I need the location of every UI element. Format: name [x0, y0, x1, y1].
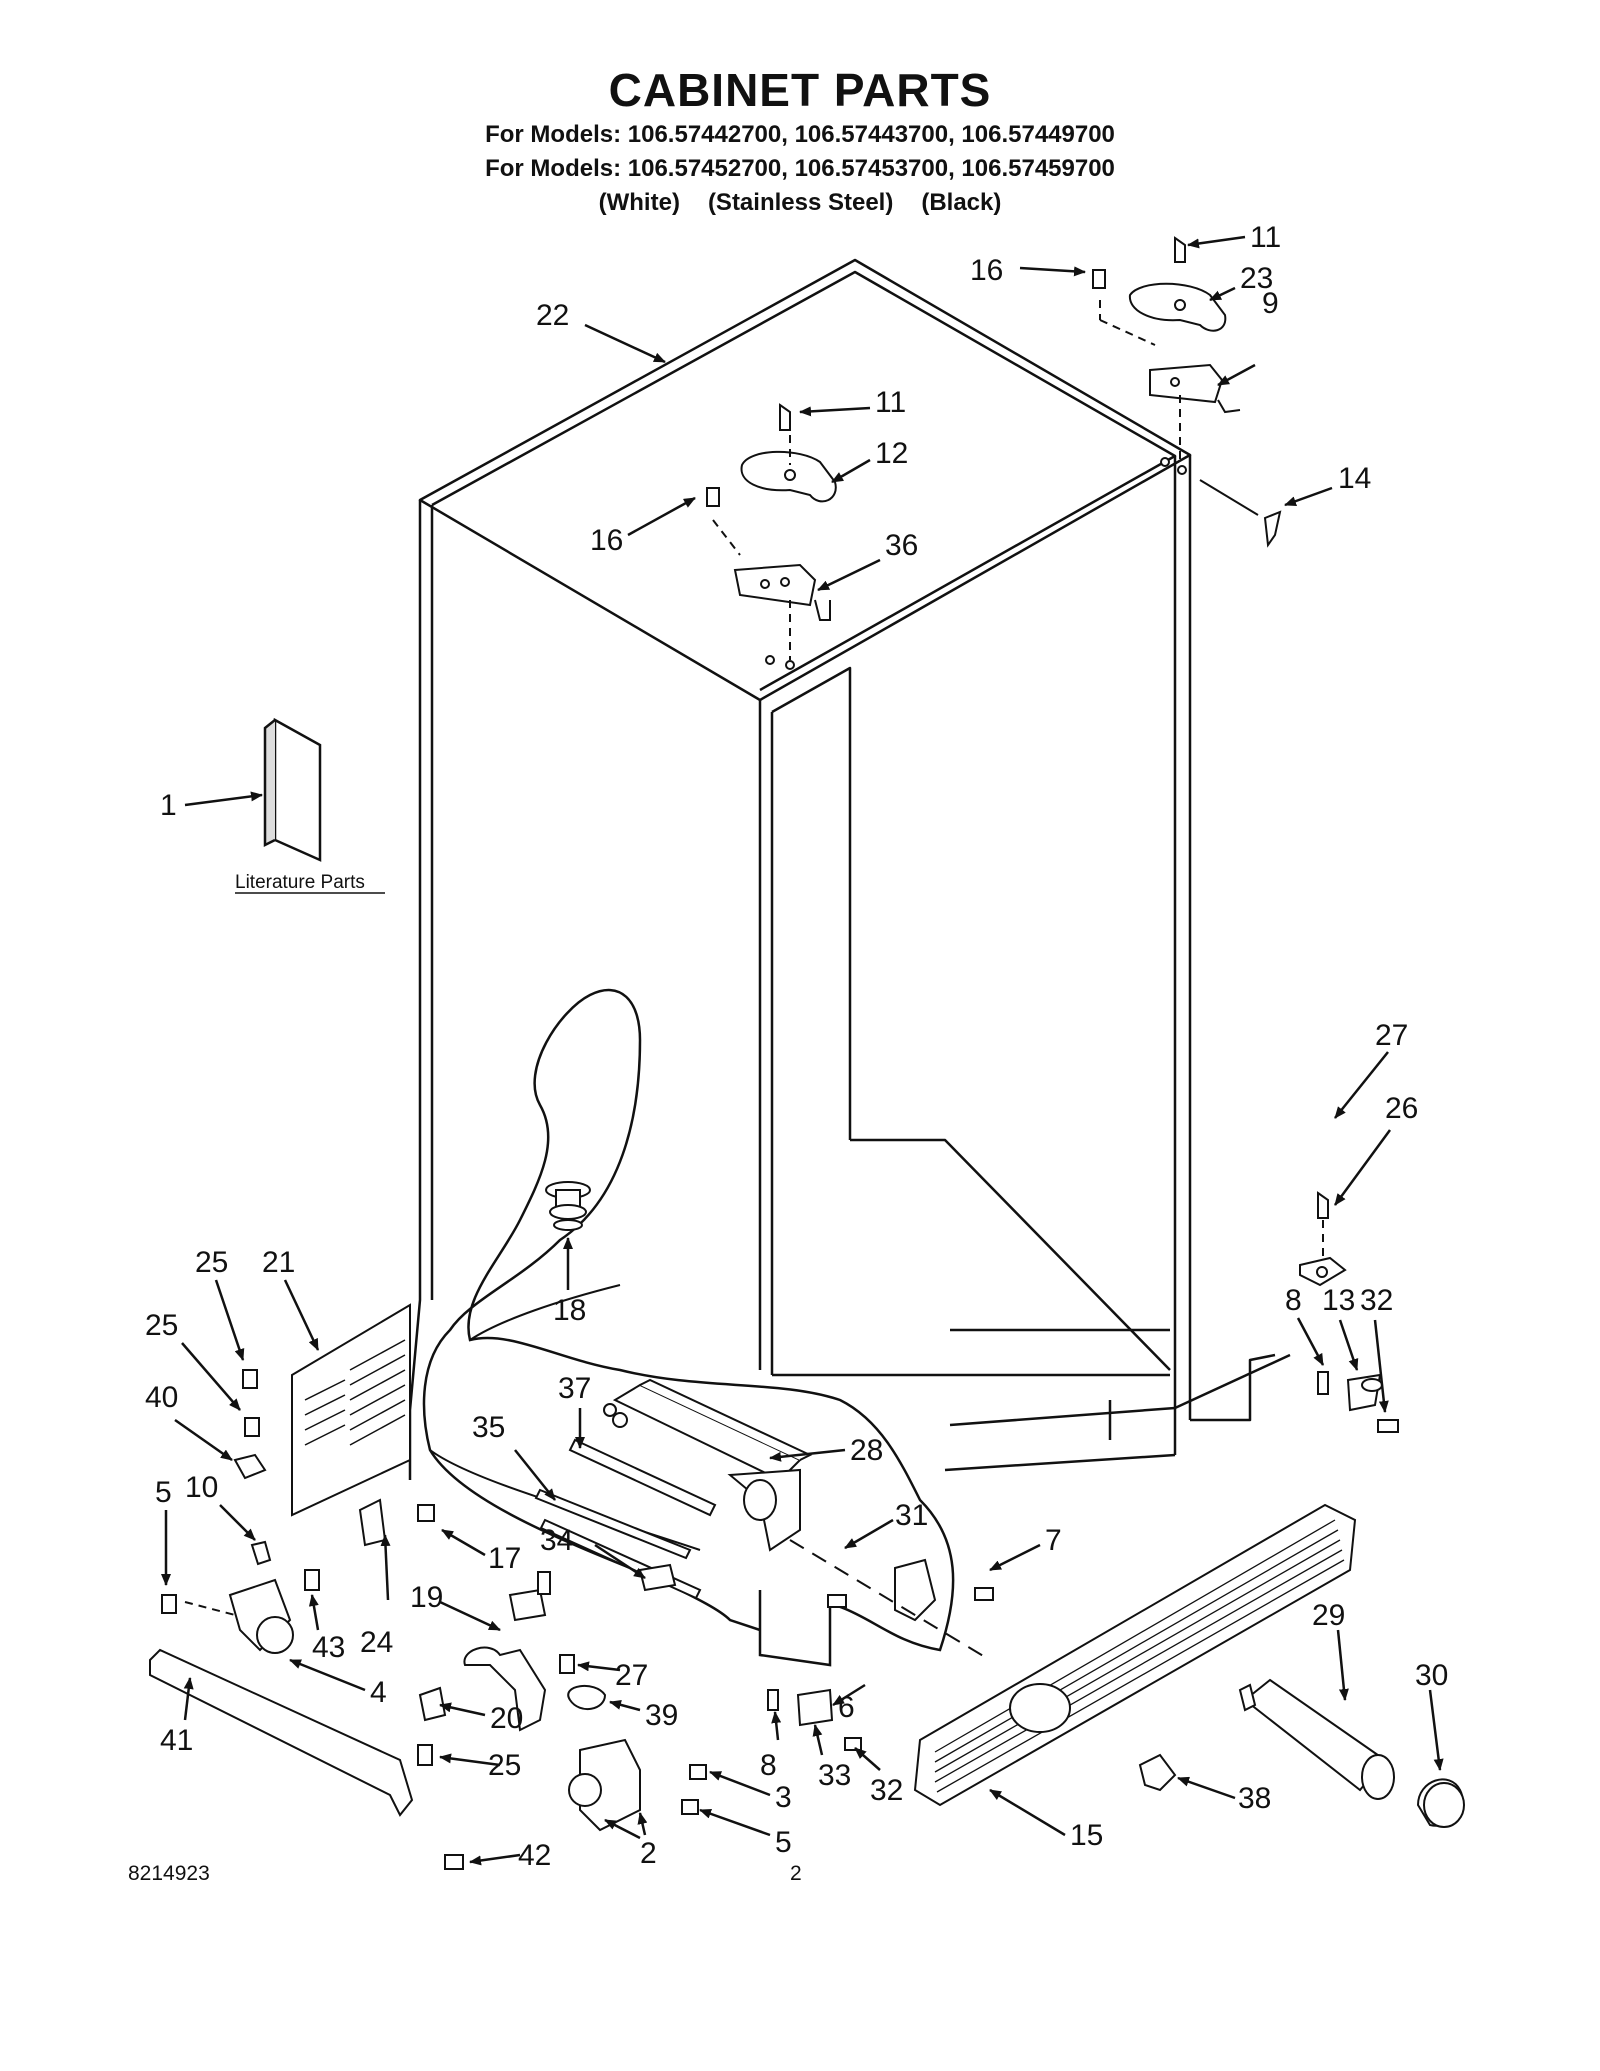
callout-12: 12 — [875, 437, 908, 470]
color-stainless: (Stainless Steel) — [707, 189, 894, 216]
callout-31: 31 — [895, 1499, 928, 1532]
callout-30: 30 — [1415, 1659, 1448, 1692]
callout-8-bottom: 8 — [760, 1749, 777, 1782]
callout-16-top-right: 16 — [970, 254, 1003, 287]
left-base-hardware-icon — [149, 1369, 435, 1817]
callout-5-left: 5 — [155, 1476, 172, 1509]
toe-grille-icon — [913, 1503, 1357, 1807]
page-header: CABINET PARTS For Models: 106.57442700, … — [0, 62, 1600, 220]
callout-25-middle: 25 — [145, 1309, 178, 1342]
callout-38: 38 — [1238, 1782, 1271, 1815]
upper-hinge-left-icon — [706, 403, 837, 670]
cabinet-body — [408, 258, 1291, 1480]
callout-39: 39 — [645, 1699, 678, 1732]
upper-hinge-right-icon — [1092, 236, 1241, 475]
callout-32-right: 32 — [1360, 1284, 1393, 1317]
models-line-2: For Models: 106.57452700, 106.57453700, … — [485, 155, 1115, 182]
color-black: (Black) — [921, 189, 1002, 216]
callout-29: 29 — [1312, 1599, 1345, 1632]
callout-16-top-left: 16 — [590, 524, 623, 557]
right-hinge-hardware-icon — [1299, 1191, 1399, 1433]
callout-19: 19 — [410, 1581, 443, 1614]
callout-36: 36 — [885, 529, 918, 562]
callout-6: 6 — [838, 1691, 855, 1724]
callout-37: 37 — [558, 1372, 591, 1405]
callout-22: 22 — [536, 299, 569, 332]
callout-33: 33 — [818, 1759, 851, 1792]
callout-2: 2 — [640, 1837, 657, 1870]
callout-26: 26 — [1385, 1092, 1418, 1125]
callout-25-top: 25 — [195, 1246, 228, 1279]
color-variants: (White) (Stainless Steel) (Black) — [0, 186, 1600, 220]
page-number: 2 — [790, 1862, 802, 1885]
callout-arrows — [161, 235, 1444, 1866]
literature-parts-label: Literature Parts — [235, 872, 365, 893]
callout-27-right: 27 — [1375, 1019, 1408, 1052]
callout-17: 17 — [488, 1542, 521, 1575]
callout-35: 35 — [472, 1411, 505, 1444]
page-title: CABINET PARTS — [608, 64, 992, 116]
water-filter-icon — [1238, 1678, 1465, 1828]
callout-32-bottom: 32 — [870, 1774, 903, 1807]
center-base-hardware-icon — [417, 1539, 994, 1870]
callout-18: 18 — [553, 1294, 586, 1327]
color-white: (White) — [598, 189, 680, 216]
models-line-1: For Models: 106.57442700, 106.57443700, … — [485, 121, 1115, 148]
callout-3: 3 — [775, 1781, 792, 1814]
callout-43: 43 — [312, 1631, 345, 1664]
callout-14: 14 — [1338, 462, 1371, 495]
callout-20: 20 — [490, 1702, 523, 1735]
callout-7: 7 — [1045, 1524, 1062, 1557]
callout-labels: 22 11 16 23 9 11 12 16 36 14 1 27 26 8 1… — [145, 221, 1448, 1872]
callout-21: 21 — [262, 1246, 295, 1279]
callout-40: 40 — [145, 1381, 178, 1414]
callout-11-top-left: 11 — [875, 386, 906, 419]
callout-8-right: 8 — [1285, 1284, 1302, 1317]
callout-13: 13 — [1322, 1284, 1355, 1317]
callout-10: 10 — [185, 1471, 218, 1504]
literature-booklet-icon — [263, 717, 322, 862]
callout-41: 41 — [160, 1724, 193, 1757]
rods-icon — [534, 1438, 717, 1600]
callout-9: 9 — [1262, 287, 1279, 320]
part-28-icon — [603, 1378, 813, 1552]
callout-27-center: 27 — [615, 1659, 648, 1692]
callout-1: 1 — [160, 789, 177, 822]
callout-5-bottom: 5 — [775, 1826, 792, 1859]
callout-15: 15 — [1070, 1819, 1103, 1852]
document-number: 8214923 — [128, 1862, 210, 1885]
callout-34: 34 — [540, 1524, 573, 1557]
left-grille-icon — [291, 1303, 411, 1517]
callout-28: 28 — [850, 1434, 883, 1467]
callout-24: 24 — [360, 1626, 393, 1659]
callout-11-top-right: 11 — [1250, 221, 1281, 254]
callout-23: 23 — [1240, 262, 1273, 295]
callout-42: 42 — [518, 1839, 551, 1872]
callout-4: 4 — [370, 1676, 387, 1709]
callout-25-bottom: 25 — [488, 1749, 521, 1782]
part-18-icon — [545, 1181, 591, 1231]
